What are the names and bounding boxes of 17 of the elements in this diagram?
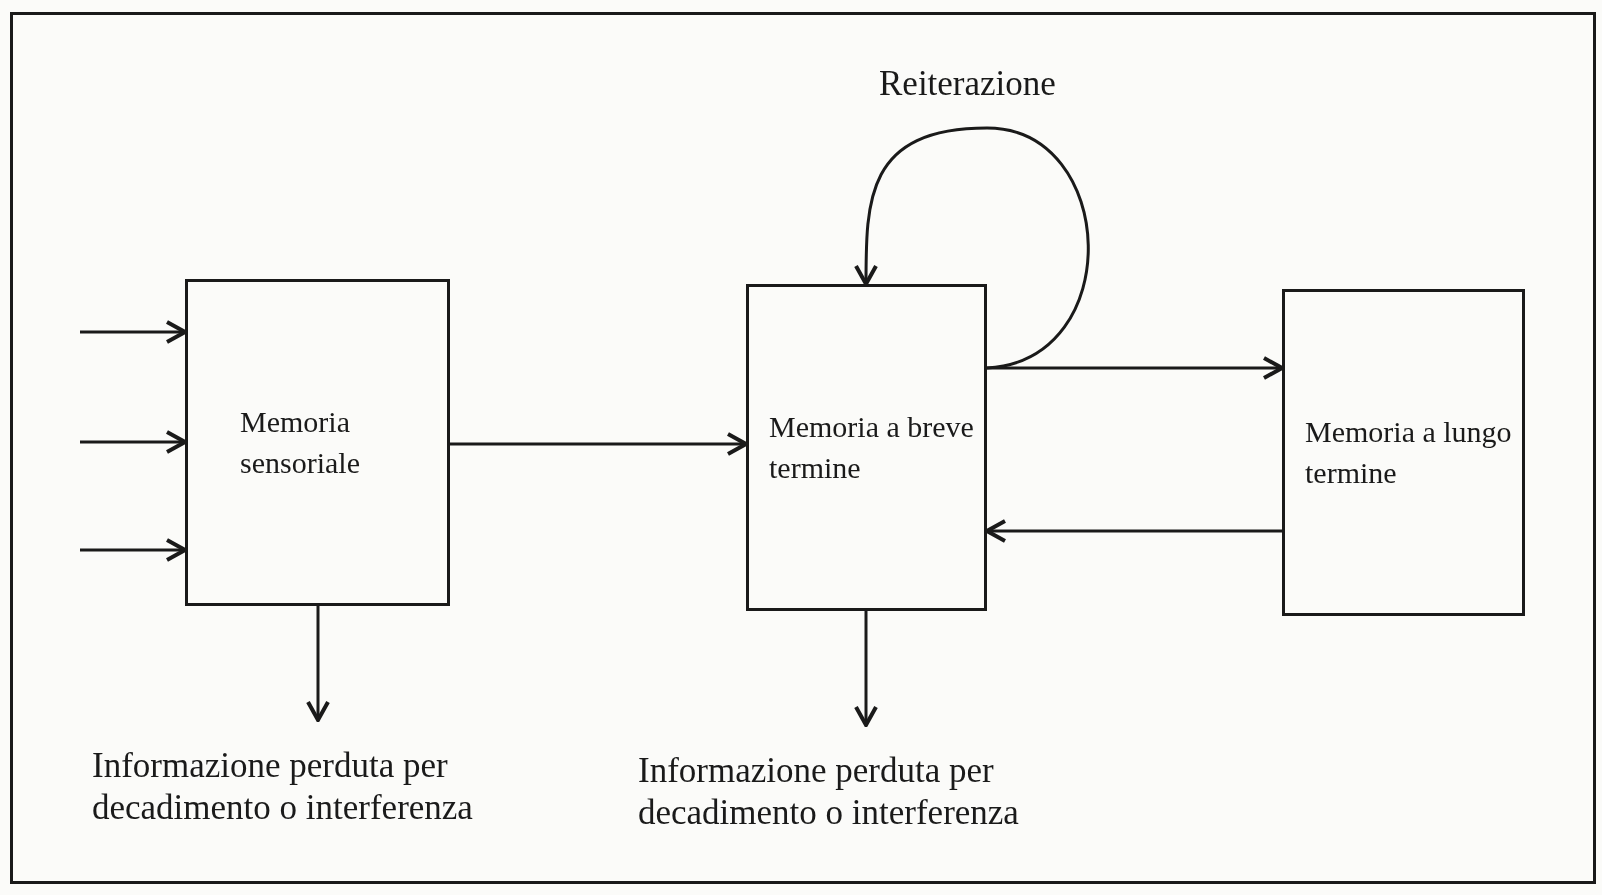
arrow xyxy=(80,430,187,454)
arrow xyxy=(80,538,187,562)
memory-box xyxy=(746,284,987,611)
box-label: Memoria sensoriale xyxy=(240,404,361,481)
arrow xyxy=(80,320,187,344)
memory-box xyxy=(1282,289,1525,616)
arrow xyxy=(854,611,878,727)
arrow xyxy=(306,606,330,722)
box-label: Memoria a lungo termine xyxy=(1305,414,1513,491)
arrow xyxy=(985,519,1282,543)
loss-note: Informazione perduta per decadimento o interferenza xyxy=(638,750,1020,834)
loss-note: Informazione perduta per decadimento o interferenza xyxy=(92,745,474,829)
loop-arrow xyxy=(854,126,1090,370)
memory-box xyxy=(185,279,450,606)
box-label: Memoria a breve termine xyxy=(769,409,975,486)
arrow xyxy=(450,432,748,456)
arrow xyxy=(987,356,1284,380)
